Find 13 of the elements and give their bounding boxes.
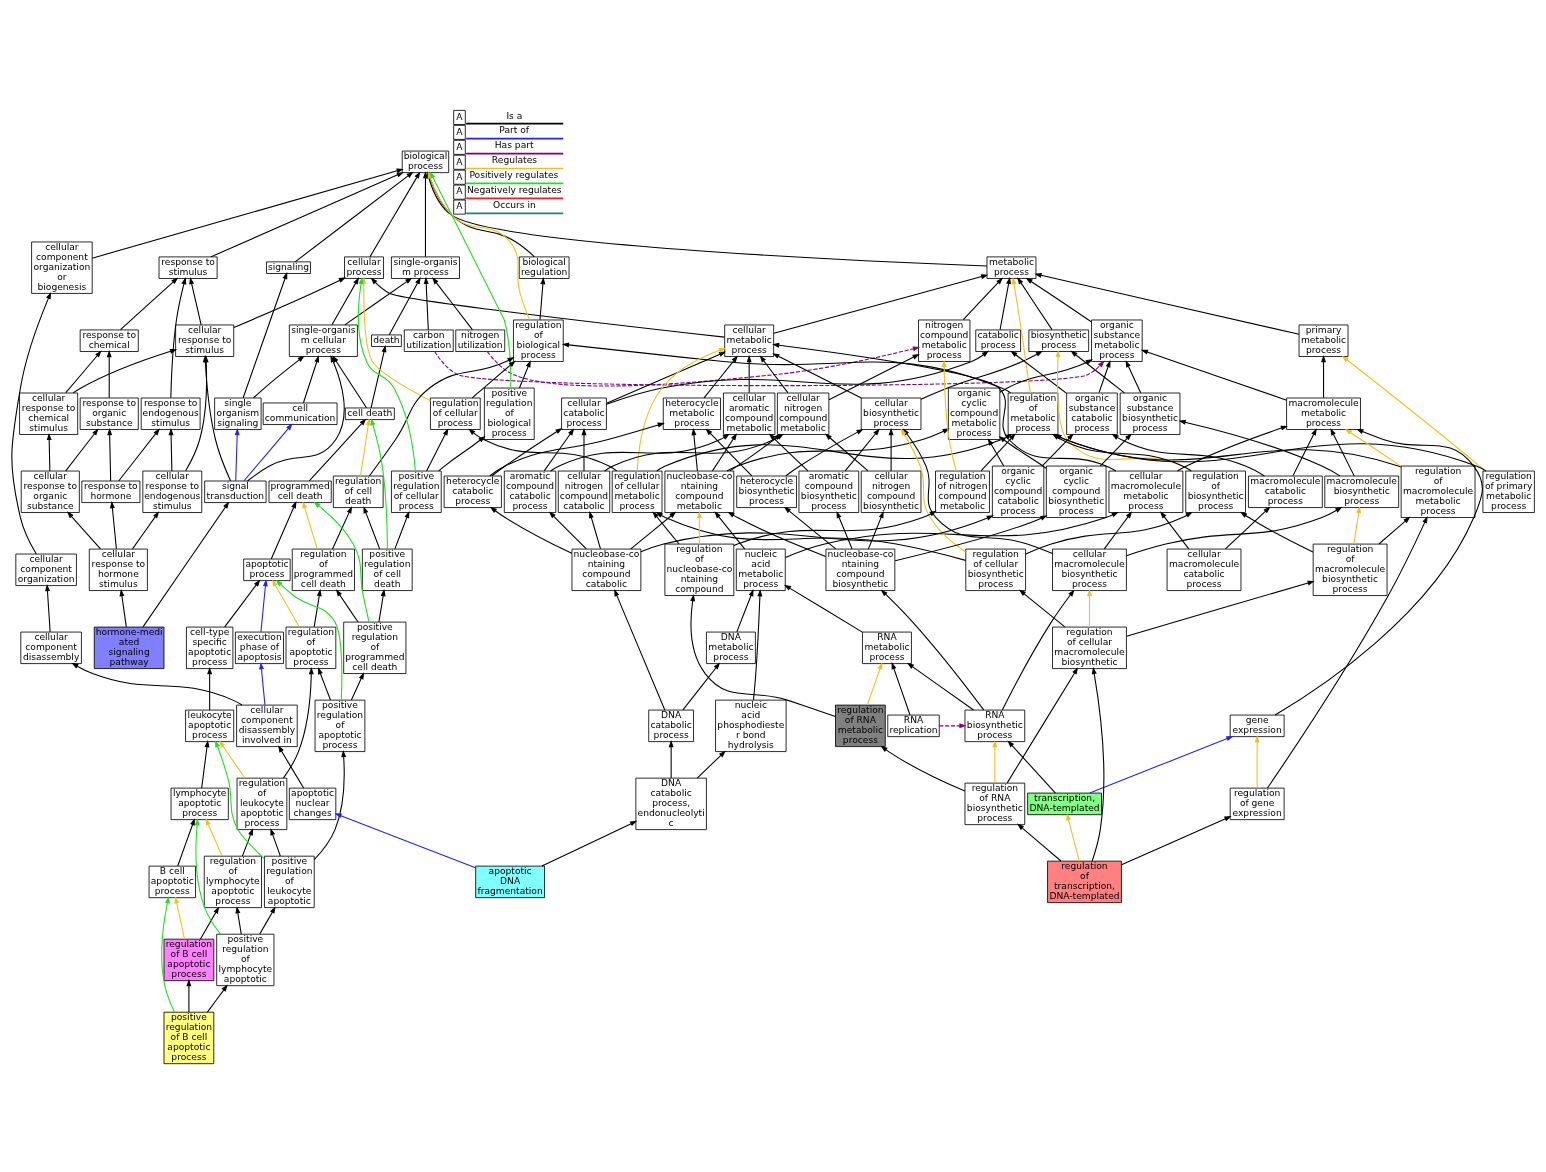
legend-label: Part of xyxy=(499,125,530,136)
legend-label: Has part xyxy=(494,140,534,151)
label: A xyxy=(456,111,463,122)
legend-label: Negatively regulates xyxy=(466,185,562,196)
legend-label: Regulates xyxy=(491,155,538,166)
label: A xyxy=(456,141,463,152)
label: A xyxy=(456,201,463,212)
label: A xyxy=(456,126,463,137)
legend-label: Positively regulates xyxy=(469,170,559,181)
label: A xyxy=(456,186,463,197)
label: A xyxy=(456,171,463,182)
legend-label: Is a xyxy=(506,110,523,121)
legend-label: Occurs in xyxy=(493,200,536,211)
